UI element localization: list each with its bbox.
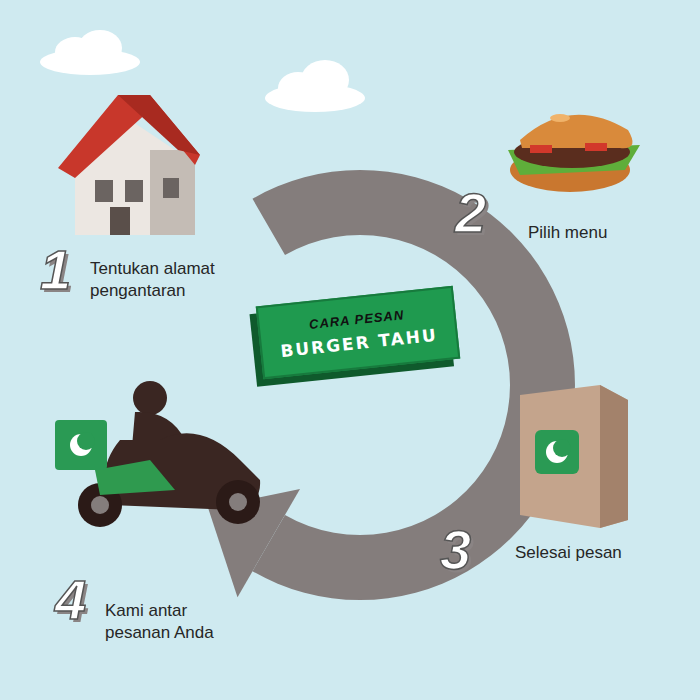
house-part: [58, 95, 200, 178]
paper-bag-part: [520, 385, 628, 528]
cycle-arrow: [208, 170, 575, 600]
delivery-motorcycle: [55, 381, 260, 527]
clouds-part: [78, 30, 122, 66]
delivery-motorcycle-part: [77, 432, 95, 450]
step-label: Pilih menu: [528, 222, 607, 244]
title-card: CARA PESANBURGER TAHU: [256, 286, 460, 379]
house-part: [163, 178, 179, 198]
clouds: [40, 30, 365, 112]
callout-number: 2: [455, 185, 486, 241]
callout-number: 4: [55, 572, 86, 628]
paper-bag-part: [535, 430, 579, 474]
burger-part: [530, 145, 552, 153]
callout-number: 1: [40, 242, 71, 298]
house-part: [110, 207, 130, 235]
delivery-motorcycle-part: [133, 381, 167, 415]
house-part: [125, 180, 143, 202]
paper-bag-part: [600, 385, 628, 528]
burger-part: [585, 143, 607, 151]
house-part: [95, 180, 113, 202]
house: [58, 95, 200, 235]
step-label: Selesai pesan: [515, 542, 622, 564]
delivery-motorcycle-part: [229, 493, 247, 511]
burger-part: [520, 115, 633, 148]
delivery-motorcycle-part: [216, 480, 260, 524]
delivery-motorcycle-part: [91, 496, 109, 514]
paper-bag: [520, 385, 628, 528]
house-part: [118, 95, 200, 155]
house-part: [150, 150, 195, 235]
card-title: BURGER TAHU: [279, 325, 438, 361]
delivery-motorcycle-part: [55, 420, 107, 470]
cycle-arrow-part: [253, 170, 575, 600]
clouds-part: [301, 60, 349, 100]
burger: [508, 114, 640, 192]
paper-bag-part: [553, 439, 571, 457]
callout-number: 3: [440, 522, 471, 578]
burger-part: [550, 114, 570, 122]
step-label: Tentukan alamat pengantaran: [90, 258, 240, 302]
step-label: Kami antar pesanan Anda: [105, 600, 230, 644]
